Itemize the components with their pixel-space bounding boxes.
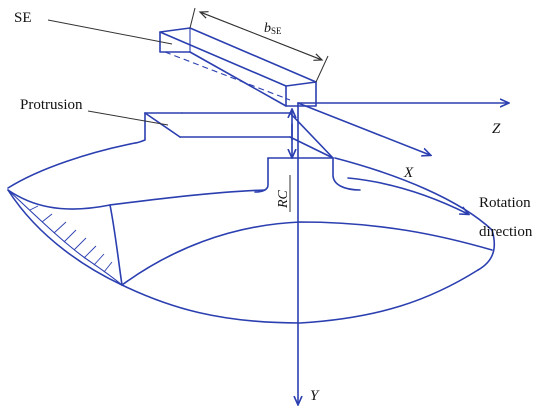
disc-body (7, 142, 496, 324)
label-b-se-main: b (264, 21, 271, 36)
disc-top-rim-right (334, 157, 493, 231)
protrusion-neck-right (332, 157, 361, 191)
disc-inner-ridge (109, 189, 266, 206)
dimension-b-se (189, 7, 329, 83)
se-left-end (159, 31, 191, 53)
label-b-se-sub: SE (271, 26, 282, 36)
label-protrusion: Protrusion (20, 97, 83, 113)
disc-right-edge (477, 229, 496, 271)
label-z-axis: Z (492, 121, 501, 137)
protrusion (134, 112, 361, 193)
disc-bottom-edge (121, 269, 479, 324)
protrusion-top-front (144, 112, 181, 138)
disc-left-face-top (7, 189, 111, 210)
protrusion-top-right-back (289, 112, 334, 159)
disc-left-face-bottom (7, 189, 123, 286)
se-top-face (159, 27, 317, 87)
label-rotation-line1: Rotation (479, 195, 531, 211)
protrusion-neck-left (254, 157, 269, 193)
rotation-arrow (347, 177, 468, 214)
section-hatching (29, 205, 113, 273)
label-y-axis: Y (310, 388, 320, 404)
disc-section-outline (7, 189, 123, 286)
axes (290, 103, 508, 404)
protrusion-front-edge (289, 136, 334, 159)
se-bar (159, 27, 317, 107)
disc-hub-left (109, 204, 123, 286)
protrusion-top-left-side (134, 112, 146, 144)
label-rotation-line2: direction (479, 224, 533, 240)
x-axis-line (297, 102, 430, 155)
label-se: SE (14, 10, 32, 26)
se-front-bottom (189, 51, 287, 107)
label-x-axis: X (403, 165, 414, 181)
se-leader-line (47, 19, 173, 45)
disc-inner-curve (121, 221, 493, 286)
label-b-se: bSE (264, 21, 282, 36)
se-hidden-edge (164, 51, 291, 101)
dim-arrow-left (200, 12, 323, 61)
disc-top-rim-left (7, 142, 136, 189)
se-right-front (285, 81, 317, 107)
protrusion-leader-line (87, 110, 169, 126)
label-rc: RC (276, 189, 291, 209)
